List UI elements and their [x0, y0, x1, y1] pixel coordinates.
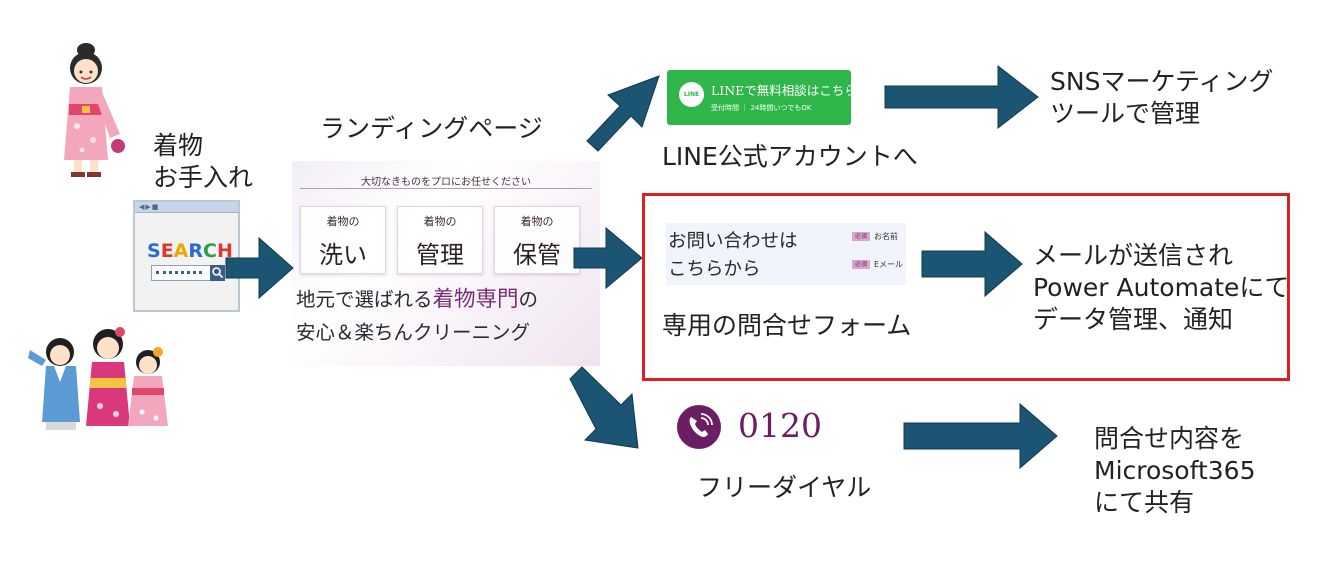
arrow-search-to-landing: [225, 236, 294, 300]
form-result-line2: Power Automateにて: [1033, 273, 1290, 302]
phone-result-text: 問合せ内容を Microsoft365 にて共有: [1094, 423, 1256, 519]
line-result-text: SNSマーケティング ツールで管理: [1050, 66, 1273, 130]
browser-nav-icons: ◀▶■: [139, 203, 160, 211]
line-consult-button[interactable]: LINE LINEで無料相談はこちら 受付時間 ｜ 24時間いつでもOK: [667, 70, 857, 125]
form-question: お問い合わせは こちらから: [668, 228, 798, 284]
service-card-small: 着物の: [520, 215, 554, 228]
search-input: [151, 265, 225, 281]
search-letter: A: [173, 240, 189, 262]
search-letter: E: [160, 240, 174, 262]
family-kimono-illustration: [28, 327, 168, 430]
required-badge: 必須: [852, 232, 870, 241]
phone-icon: [677, 405, 721, 449]
arrow-form-to-result: [921, 230, 1023, 298]
search-letter: R: [188, 240, 204, 262]
search-letter: C: [203, 240, 217, 262]
landing-headline-line2: 安心＆楽ちんクリーニング: [296, 321, 531, 344]
search-browser-window: ◀▶■ SEARCH: [133, 200, 240, 312]
email-field-label: Eメール: [874, 260, 904, 269]
search-word: SEARCH: [147, 240, 233, 262]
form-highlight-box: [642, 193, 1290, 381]
phone-caption: フリーダイヤル: [697, 473, 872, 502]
form-caption: 専用の問合せフォーム: [662, 311, 912, 340]
phone-result-line1: 問合せ内容を: [1094, 424, 1245, 453]
line-result-line2: ツールで管理: [1050, 99, 1201, 128]
form-result-line1: メールが送信され: [1033, 241, 1234, 270]
phone-result-line3: にて共有: [1094, 488, 1195, 517]
headline-accent: 着物専門: [432, 287, 519, 312]
line-button-subtitle: 受付時間 ｜ 24時間いつでもOK: [711, 104, 812, 112]
phone-result-line2: Microsoft365: [1094, 456, 1256, 485]
search-placeholder-dots: [156, 271, 202, 277]
service-card-big: 保管: [513, 241, 561, 269]
arrow-landing-to-phone: [569, 366, 639, 449]
landing-headline-line1: 地元で選ばれる着物専門の: [296, 283, 600, 316]
line-result-line1: SNSマーケティング: [1050, 67, 1274, 96]
arrow-line-to-result: [884, 64, 1039, 130]
service-card-manage: 着物の 管理: [397, 206, 483, 274]
form-question-line2: こちらから: [668, 259, 761, 280]
landing-headline: 地元で選ばれる着物専門の 安心＆楽ちんクリーニング: [296, 283, 600, 349]
headline-prefix: 地元で選ばれる: [296, 288, 433, 311]
kimono-care-label: 着物 お手入れ: [153, 130, 253, 194]
line-button-title: LINEで無料相談はこちら: [711, 83, 857, 98]
kimono-care-label-line1: 着物: [153, 131, 204, 160]
service-card-wash: 着物の 洗い: [300, 206, 386, 274]
service-card-big: 管理: [416, 241, 464, 269]
arrow-phone-to-result: [903, 402, 1058, 470]
landing-page-mock: 大切なきものをプロにお任せください 着物の 洗い 着物の 管理 着物の 保管 地…: [292, 161, 600, 366]
search-letter: H: [216, 240, 233, 262]
name-field-label: お名前: [874, 232, 898, 241]
free-dial-number: 0120: [738, 406, 822, 445]
search-letter: S: [147, 240, 161, 262]
kimono-care-label-line2: お手入れ: [153, 163, 254, 192]
kimono-girl-illustration: [64, 43, 125, 177]
arrow-landing-to-form: [573, 226, 643, 290]
arrow-landing-to-line: [586, 75, 660, 152]
browser-toolbar: ◀▶■: [135, 202, 238, 213]
service-card-small: 着物の: [326, 215, 360, 228]
search-icon: [210, 265, 225, 281]
landing-tagline: 大切なきものをプロにお任せください: [361, 177, 531, 188]
line-logo-icon: LINE: [679, 82, 704, 107]
contact-form-snippet: お問い合わせは こちらから 必須 お名前 必須 Eメール: [666, 223, 906, 285]
line-caption: LINE公式アカウントへ: [662, 142, 918, 171]
headline-suffix: の: [518, 288, 539, 311]
form-result-line3: データ管理、通知: [1033, 305, 1234, 334]
landing-page-title: ランディングページ: [320, 114, 543, 143]
form-result-text: メールが送信され Power Automateにて データ管理、通知: [1033, 240, 1289, 336]
service-card-big: 洗い: [319, 241, 367, 269]
required-badge: 必須: [852, 260, 870, 269]
service-card-small: 着物の: [423, 215, 457, 228]
service-card-storage: 着物の 保管: [494, 206, 580, 274]
form-question-line1: お問い合わせは: [668, 231, 798, 252]
tagline-divider: [300, 188, 592, 189]
